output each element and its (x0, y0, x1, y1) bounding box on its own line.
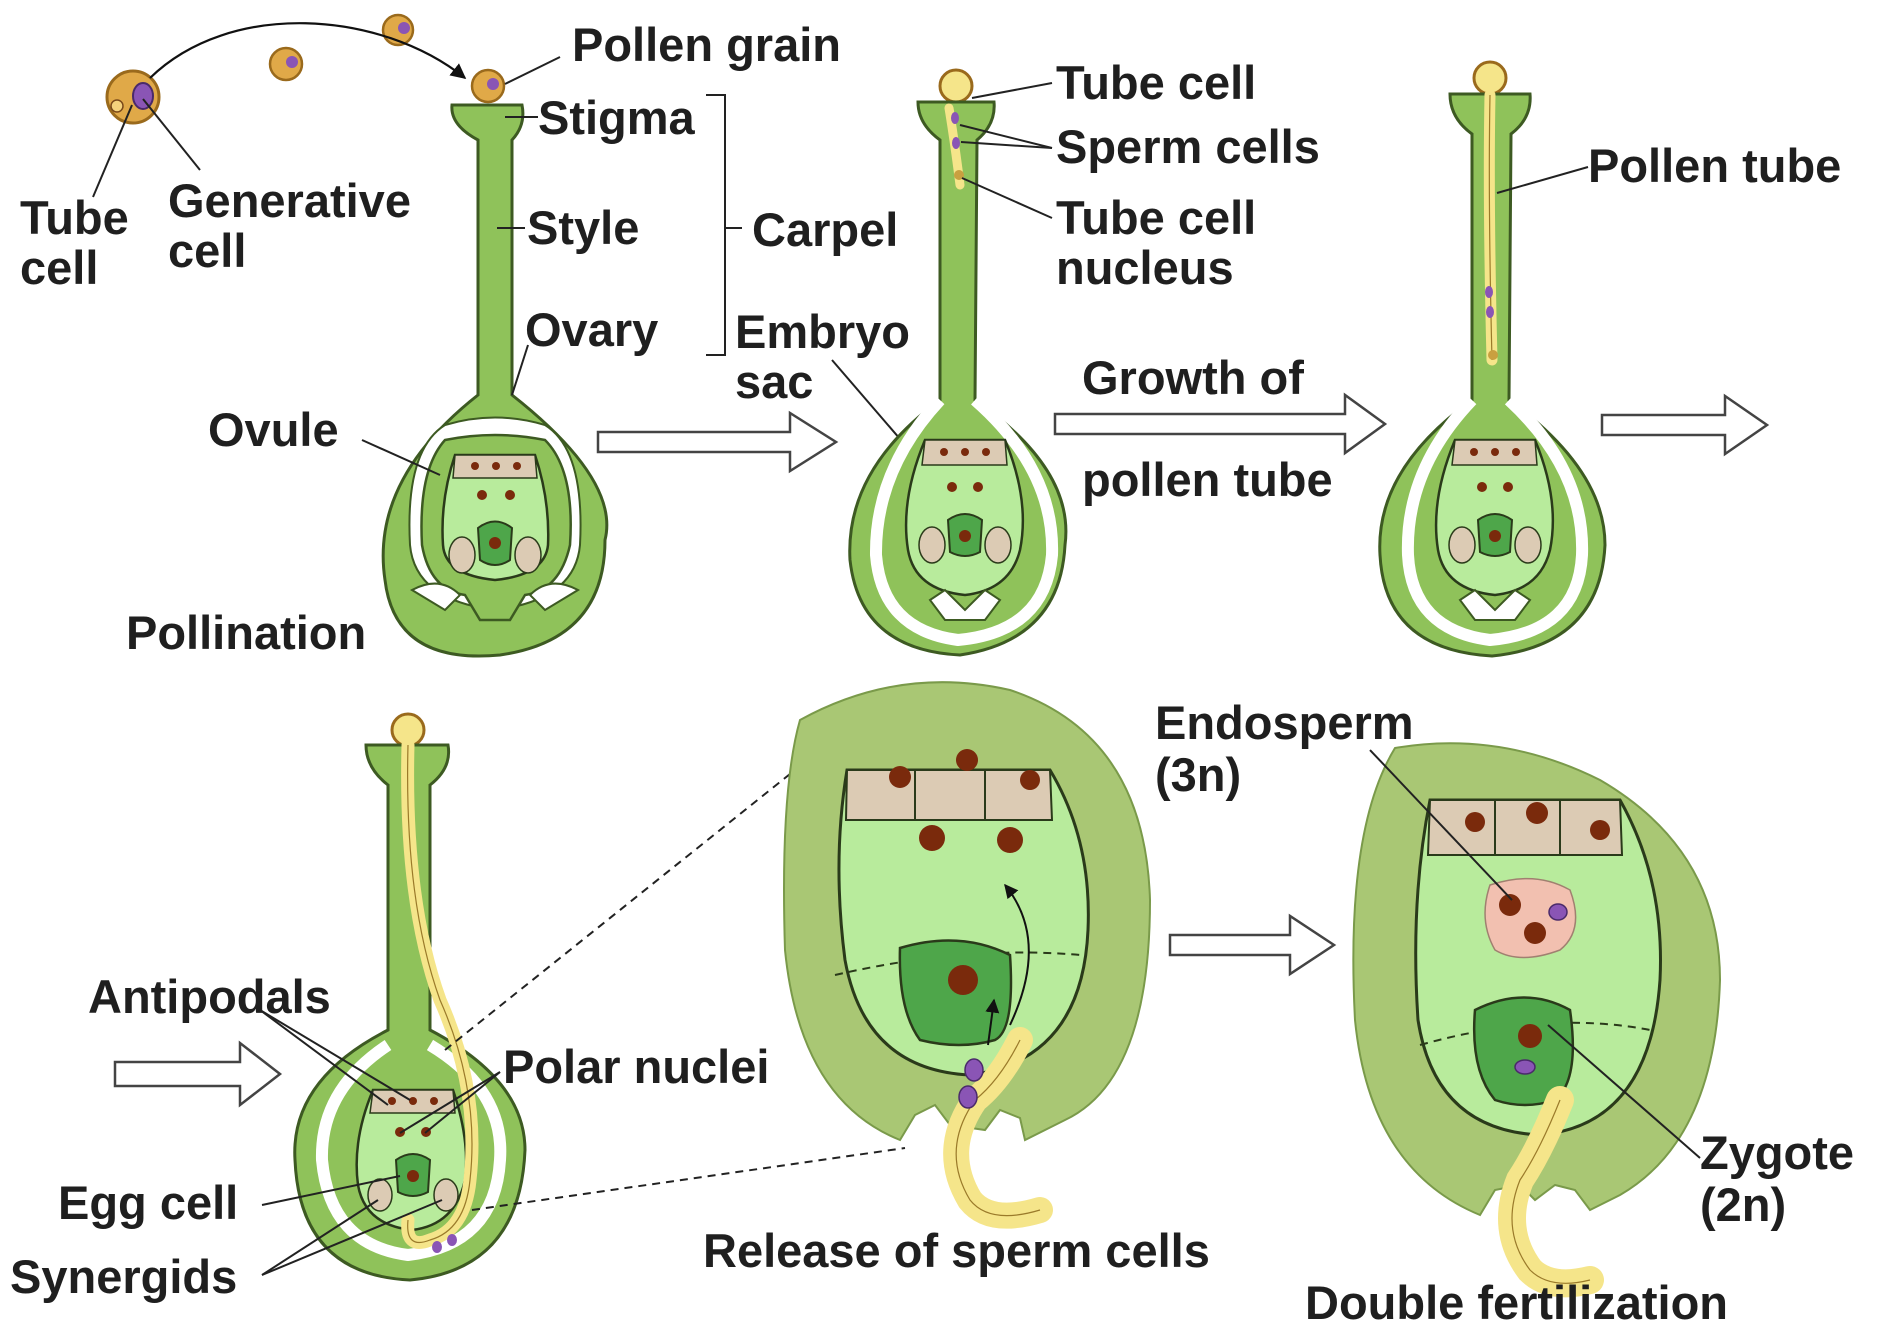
pollen-grains (107, 15, 504, 123)
label-ovary: Ovary (525, 305, 658, 355)
label-carpel: Carpel (752, 205, 898, 255)
label-stigma: Stigma (538, 93, 695, 143)
label-antipodals: Antipodals (88, 972, 331, 1022)
label-tube-cell-nucleus: Tube cell nucleus (1056, 193, 1256, 293)
enlarged-embryo-sac-release (784, 682, 1150, 1215)
label-pollen-grain: Pollen grain (572, 20, 841, 70)
arrow-5 (1170, 916, 1334, 974)
label-embryo-sac: Embryo sac (735, 307, 910, 407)
label-generative-cell: Generative cell (168, 176, 411, 276)
label-zygote-ploidy: (2n) (1700, 1180, 1786, 1230)
label-sperm-cells: Sperm cells (1056, 122, 1320, 172)
label-style: Style (527, 203, 639, 253)
label-double-fertilization: Double fertilization (1305, 1278, 1728, 1328)
label-tube-cell: Tube cell (1056, 58, 1256, 108)
label-synergids: Synergids (10, 1252, 237, 1302)
label-ovule: Ovule (208, 405, 339, 455)
label-polar-nuclei: Polar nuclei (503, 1042, 769, 1092)
tube-cell-nucleus-small (111, 100, 123, 112)
zoom-line-bottom (472, 1148, 905, 1210)
label-endosperm: Endosperm (1155, 698, 1414, 748)
arrow-1 (598, 413, 836, 471)
stigma-pollen (940, 70, 972, 102)
label-endosperm-ploidy: (3n) (1155, 750, 1241, 800)
carpel-pollination (383, 105, 607, 656)
enlarged-embryo-sac-fertilized (1353, 743, 1720, 1283)
label-release-of-sperm-cells: Release of sperm cells (703, 1226, 1210, 1276)
label-tube-cell-left: Tube cell (20, 193, 129, 293)
label-egg-cell: Egg cell (58, 1178, 238, 1228)
label-pollination: Pollination (126, 608, 366, 658)
label-pollen-tube-caption: pollen tube (1082, 455, 1333, 505)
label-growth-of: Growth of (1082, 353, 1304, 403)
carpel-pollen-tube (1380, 62, 1605, 656)
label-pollen-tube: Pollen tube (1588, 141, 1841, 191)
arrow-4 (115, 1043, 280, 1105)
arrow-3 (1602, 396, 1767, 454)
generative-cell-nucleus (133, 83, 153, 109)
pollination-trajectory (150, 23, 465, 78)
label-zygote: Zygote (1700, 1128, 1854, 1178)
